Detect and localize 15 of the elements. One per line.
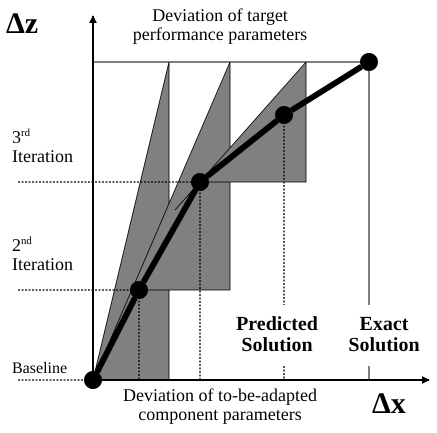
data-point [360, 53, 378, 71]
iteration-label: 3$^{rd}$ Iteration [12, 128, 74, 166]
connector-line [290, 64, 363, 113]
axis-label: Δx⃗ [372, 388, 430, 420]
axis-title: Deviation of to-be-adapted component parameters [122, 386, 318, 424]
connector-line [94, 296, 138, 374]
solution-label: Exact Solution [347, 314, 421, 356]
baseline-label: Baseline [12, 361, 68, 378]
axis-label: Δz⃗ [6, 8, 62, 40]
connector-line [205, 118, 279, 179]
iteration-label: 2$^{nd}$ Iteration [12, 236, 74, 274]
solution-label: Predicted Solution [235, 314, 319, 356]
data-point [84, 371, 102, 389]
axis-title: Deviation of target performance parameters [132, 6, 308, 44]
connector-line [140, 188, 198, 284]
